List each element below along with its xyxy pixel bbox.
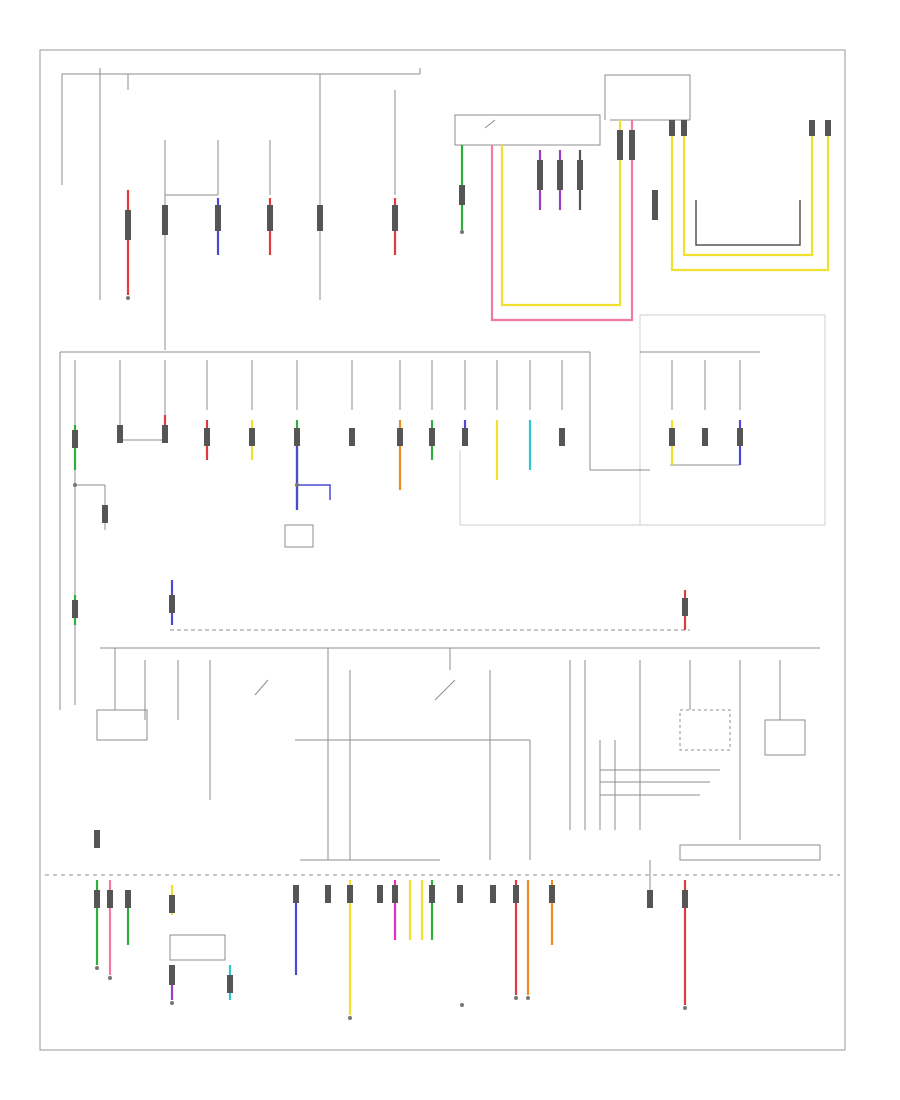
middle-section [59, 351, 760, 710]
diagram-frame [39, 49, 846, 1051]
top-colored-wires [126, 120, 830, 322]
control-unit-box [764, 719, 806, 756]
harness-loop-right [639, 314, 826, 526]
lower-section [45, 647, 840, 961]
starter-relay-box [679, 709, 731, 751]
ignition-relay-box [454, 114, 601, 146]
battery-feed-wire [61, 73, 420, 185]
lower-connectors [94, 830, 688, 993]
junction-box-outline [604, 74, 691, 120]
terminal-nodes [73, 230, 687, 1020]
middle-connectors [72, 425, 743, 618]
lower-colored-wires [95, 880, 687, 1015]
top-section [61, 68, 826, 526]
relay-box-left [96, 709, 148, 741]
top-connectors [125, 120, 831, 240]
